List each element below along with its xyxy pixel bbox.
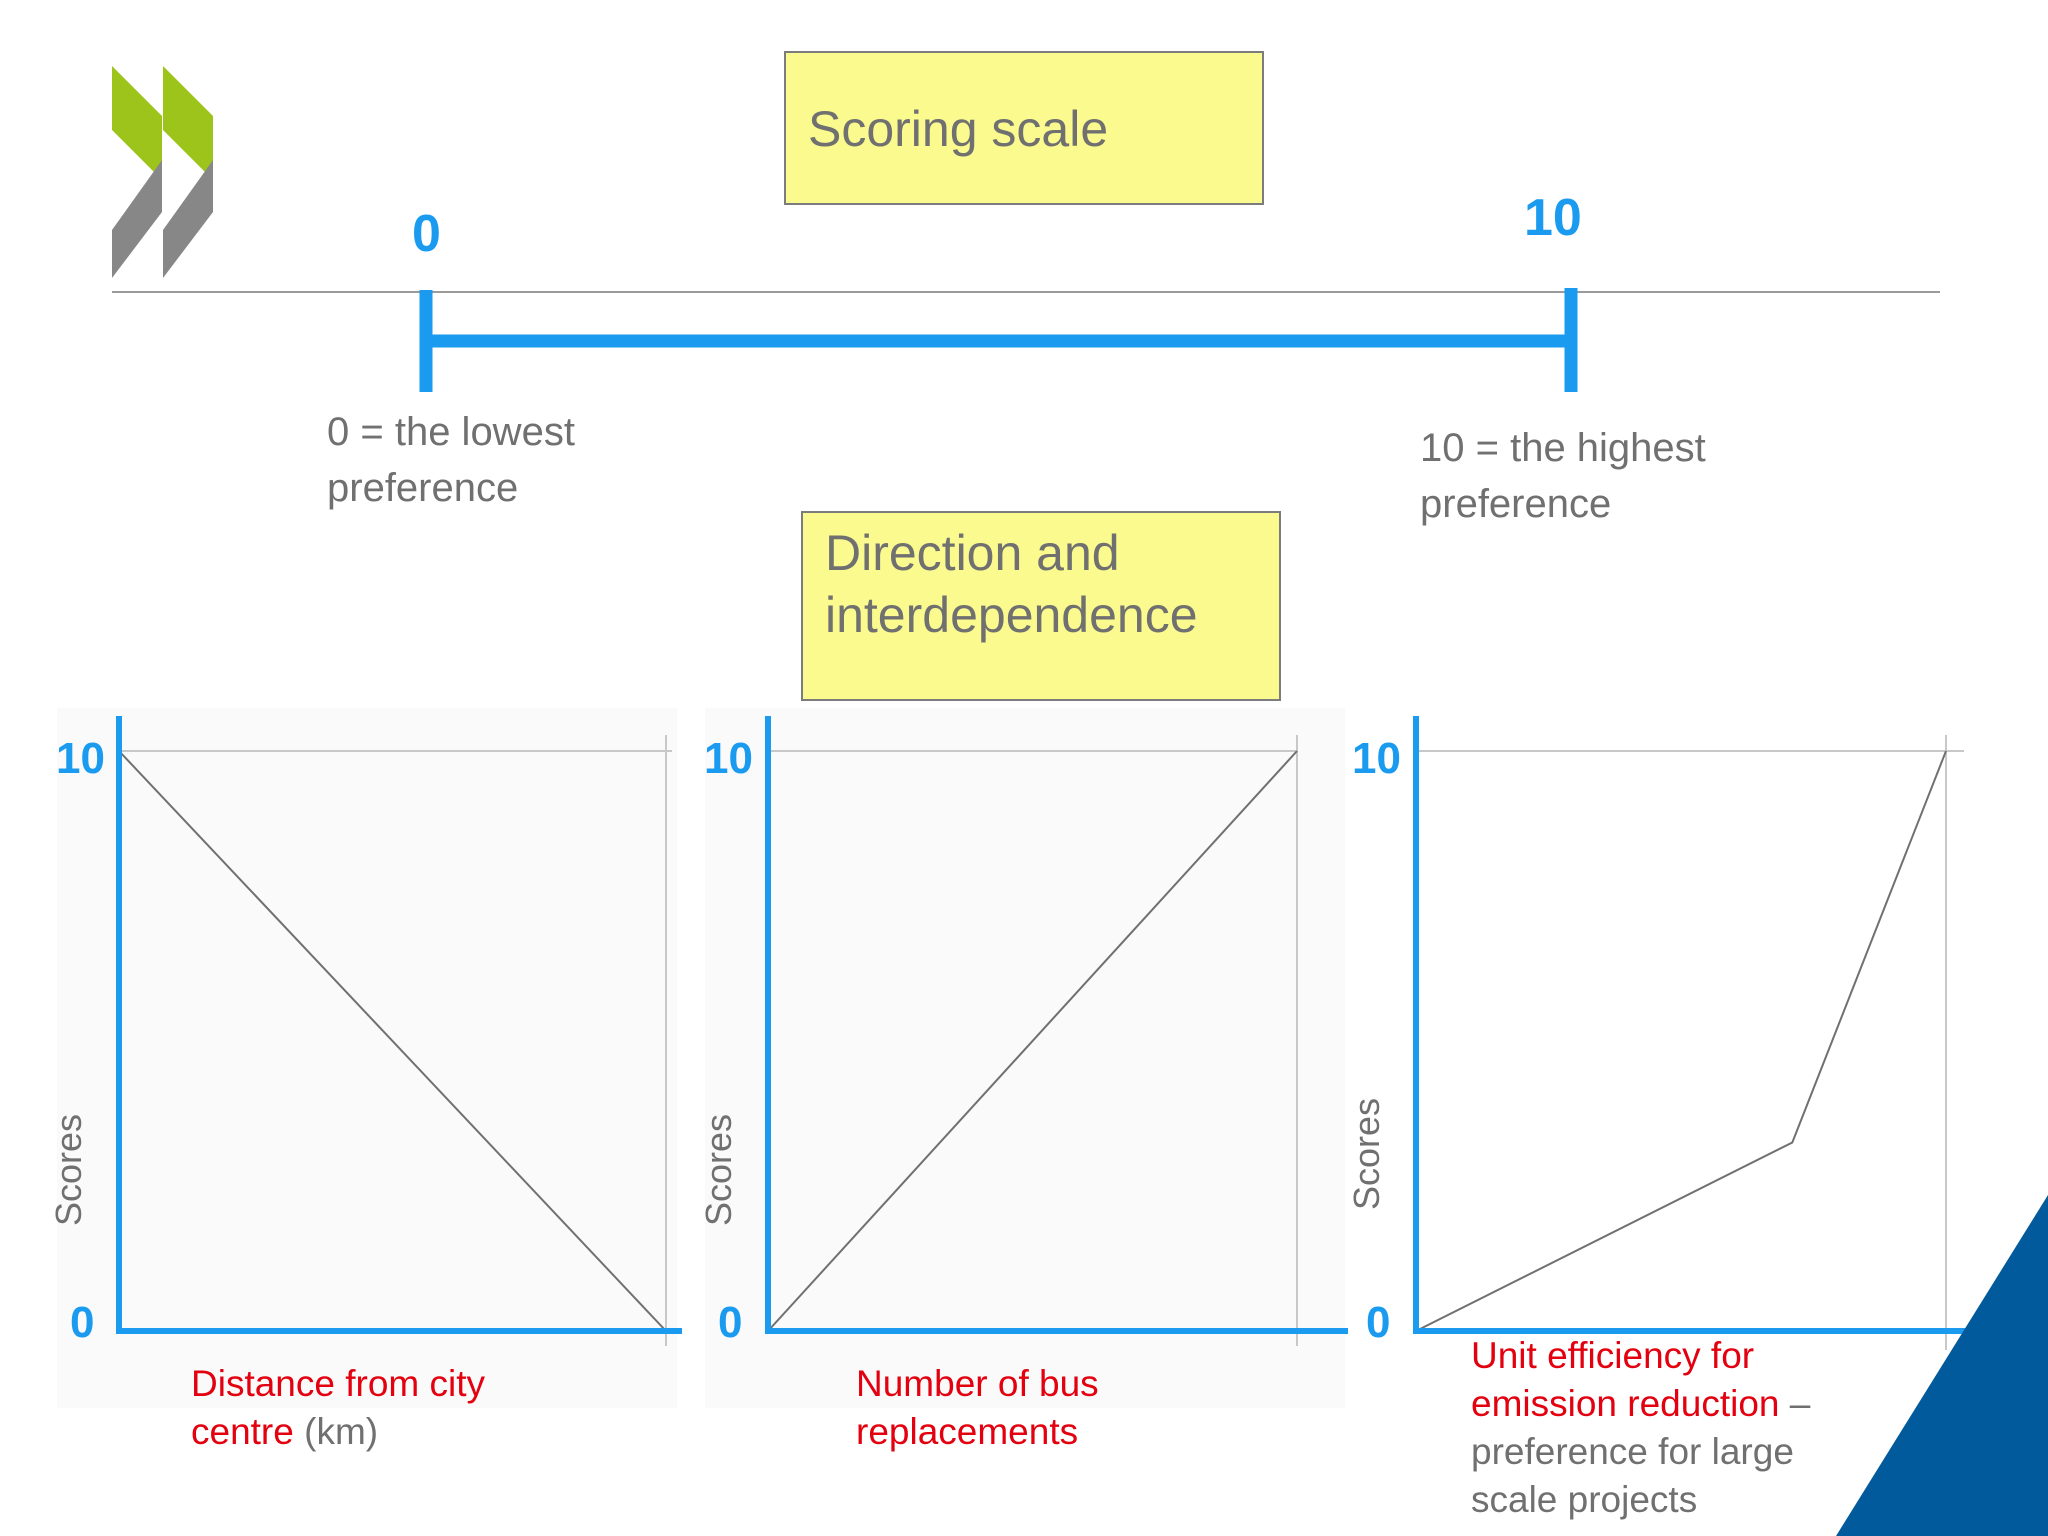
chart-3-curve <box>1415 750 1947 1332</box>
scale-max-description: 10 = the highest preference <box>1420 420 1706 532</box>
chart-2-x-axis-label-line-1: Number of bus <box>856 1363 1099 1404</box>
chart-1-background <box>57 708 677 1408</box>
scoring-scale-title-text: Scoring scale <box>808 101 1109 157</box>
scale-min-label: 0 <box>412 205 441 263</box>
scale-max-description-line-2: preference <box>1420 482 1612 526</box>
chart-1-x-axis-label-line-1: Distance from city <box>191 1363 486 1404</box>
chart-3-x-axis-label-red: emission reduction <box>1471 1383 1780 1424</box>
chart-2-background <box>705 708 1345 1408</box>
direction-title-line-2: interdependence <box>825 587 1198 643</box>
chart-2-x-axis-label: Number of bus replacements <box>856 1360 1099 1456</box>
chart-1-x-axis-label: Distance from city centre (km) <box>191 1360 485 1456</box>
chart-1-x-axis-label-line-2: centre (km) <box>191 1408 485 1456</box>
chart-1-curve <box>118 750 667 1332</box>
chart-3-y-max-tick-label: 10 <box>1352 734 1401 783</box>
logo-icon <box>112 66 213 278</box>
chart-3-y-min-tick-label: 0 <box>1366 1298 1391 1347</box>
chart-3-x-axis-label-line-2: emission reduction – <box>1471 1380 1810 1428</box>
scoring-scale-title: Scoring scale <box>784 51 1264 205</box>
chart-3-x-axis-label-line-1: Unit efficiency for <box>1471 1335 1755 1376</box>
scale-min-description: 0 = the lowest preference <box>327 404 575 516</box>
scale-min-description-line-1: 0 = the lowest <box>327 410 575 454</box>
chart-2-y-axis-label: Scores <box>698 1113 739 1226</box>
scale-max-label: 10 <box>1524 189 1582 247</box>
chart-2-y-max-tick-label: 10 <box>704 734 753 783</box>
chart-2-y-min-tick-label: 0 <box>718 1298 743 1347</box>
corner-decoration <box>1836 1195 2048 1536</box>
chart-1-x-axis-unit: (km) <box>293 1411 379 1452</box>
scale-min-description-line-2: preference <box>327 466 519 510</box>
scale-max-description-line-1: 10 = the highest <box>1420 426 1706 470</box>
chart-3-x-axis-label: Unit efficiency for emission reduction –… <box>1471 1332 1810 1524</box>
chart-1-x-axis-label-red: centre <box>191 1411 294 1452</box>
direction-title-line-1: Direction and <box>825 525 1120 581</box>
chart-2-x-axis-label-line-2: replacements <box>856 1411 1079 1452</box>
chart-2 <box>705 708 1348 1408</box>
chart-2-curve <box>767 750 1298 1332</box>
chart-1-y-min-tick-label: 0 <box>70 1298 95 1347</box>
direction-title: Direction and interdependence <box>801 511 1281 701</box>
chart-1-y-axis-label: Scores <box>48 1113 89 1226</box>
chart-3-x-axis-note-line-1: preference for large <box>1471 1431 1794 1472</box>
chart-3 <box>1413 716 2000 1350</box>
chart-3-x-axis-note-line-2: scale projects <box>1471 1479 1698 1520</box>
chart-1 <box>57 708 682 1408</box>
chart-3-y-axis-label: Scores <box>1346 1097 1387 1210</box>
chart-3-x-axis-dash: – <box>1779 1383 1811 1424</box>
chart-1-y-max-tick-label: 10 <box>56 734 105 783</box>
